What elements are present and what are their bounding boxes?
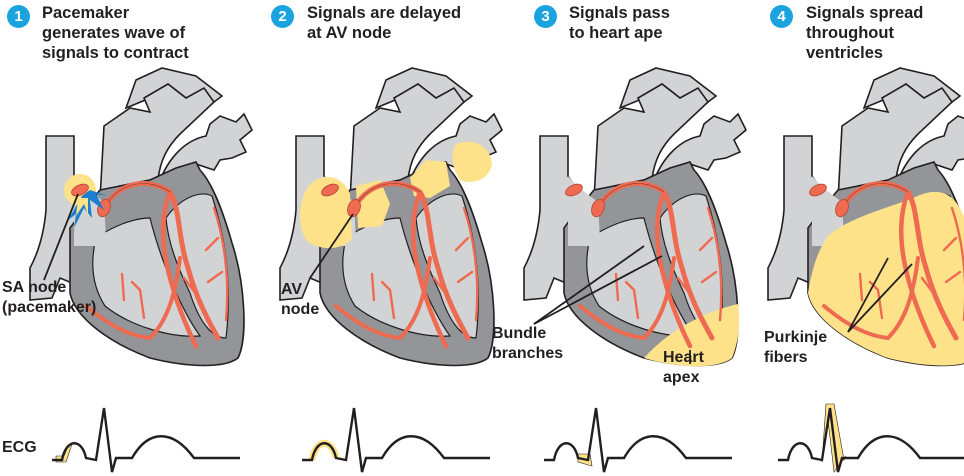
bundle-branch-pointer-2 xyxy=(533,255,663,325)
av-node-pointer xyxy=(309,213,354,279)
ecg-trace xyxy=(544,407,732,473)
pulmonary-highlight xyxy=(452,141,492,183)
purkinje-fibers-label: Purkinje fibers xyxy=(764,329,828,366)
left-bundle-branch xyxy=(899,189,937,349)
signal-arrows xyxy=(68,190,108,228)
sa-node xyxy=(321,183,339,197)
purkinje-fibers xyxy=(614,206,723,322)
ecg-waveform xyxy=(302,407,490,473)
av-node xyxy=(591,198,605,218)
step-title: Signals are delayed at AV node xyxy=(307,4,462,42)
ecg-waveform xyxy=(544,407,732,473)
right-bundle-branch xyxy=(334,256,432,341)
av-node-label: AV node xyxy=(281,281,320,318)
right-ventricle xyxy=(342,217,452,337)
purkinje-fibers xyxy=(370,206,479,322)
left-atrium-highlight xyxy=(410,160,450,198)
step-title: Pacemaker generates wave of signals to c… xyxy=(42,4,189,62)
conduction-outline xyxy=(103,183,171,209)
left-bundle-branch xyxy=(161,189,199,349)
purkinje-fibers xyxy=(858,206,964,322)
conduction-outline xyxy=(353,183,421,209)
step-badge: 1 xyxy=(7,5,30,28)
heart-diagram xyxy=(523,67,747,367)
sa-node-label: SA node (pacemaker) xyxy=(2,279,97,316)
pulmonary-artery xyxy=(158,112,253,182)
heart-diagram xyxy=(767,67,964,367)
panel-step-4: 4 Signals spread throughout ventricles P… xyxy=(730,0,964,476)
left-bundle-branch xyxy=(411,189,449,349)
purkinje-pointer-2 xyxy=(847,263,913,333)
sa-node xyxy=(809,183,827,197)
panel-step-3: 3 Signals pass to heart ape Bundle branc… xyxy=(480,0,747,476)
left-bundle-branch xyxy=(655,189,693,349)
signal-core xyxy=(76,198,88,216)
bundle-branch-pointer-1 xyxy=(533,245,645,325)
heart-apex-label: Heart apex xyxy=(663,349,704,386)
bundle-branches-label: Bundle branches xyxy=(492,325,564,362)
ecg-trace xyxy=(778,403,964,473)
heart-diagram xyxy=(29,67,253,367)
right-ventricle xyxy=(92,217,202,337)
right-atrium-highlight xyxy=(300,176,352,249)
panel-step-1: 1 Pacemaker generates wave of signals to… xyxy=(0,0,253,476)
right-bundle-branch xyxy=(84,256,182,341)
step-badge: 3 xyxy=(534,5,557,28)
ecg-trace xyxy=(302,407,490,473)
heart-diagram xyxy=(279,67,503,367)
sa-node-pointer xyxy=(43,193,79,281)
panel-step-2: 2 Signals are delayed at AV node AV node xyxy=(250,0,503,476)
step-title: Signals spread throughout ventricles xyxy=(806,4,924,62)
conduction-outline xyxy=(841,183,909,209)
pulmonary-artery xyxy=(896,115,964,182)
apex-highlight xyxy=(644,304,740,367)
purkinje-fibers xyxy=(120,206,229,322)
right-bundle-branch xyxy=(578,256,676,341)
step-badge: 4 xyxy=(770,5,793,28)
av-node xyxy=(835,198,849,218)
pulmonary-artery xyxy=(652,112,747,182)
step-badge: 2 xyxy=(271,5,294,28)
ecg-label: ECG xyxy=(2,439,37,456)
sa-node xyxy=(565,183,583,197)
step-title: Signals pass to heart ape xyxy=(569,4,670,42)
sa-node xyxy=(71,183,89,197)
right-bundle-branch xyxy=(822,256,920,341)
ecg-trace xyxy=(52,407,240,473)
ecg-waveform xyxy=(778,407,964,473)
purkinje-pointer-1 xyxy=(847,257,889,333)
ecg-waveform xyxy=(52,407,240,473)
conduction-outline xyxy=(597,183,665,209)
